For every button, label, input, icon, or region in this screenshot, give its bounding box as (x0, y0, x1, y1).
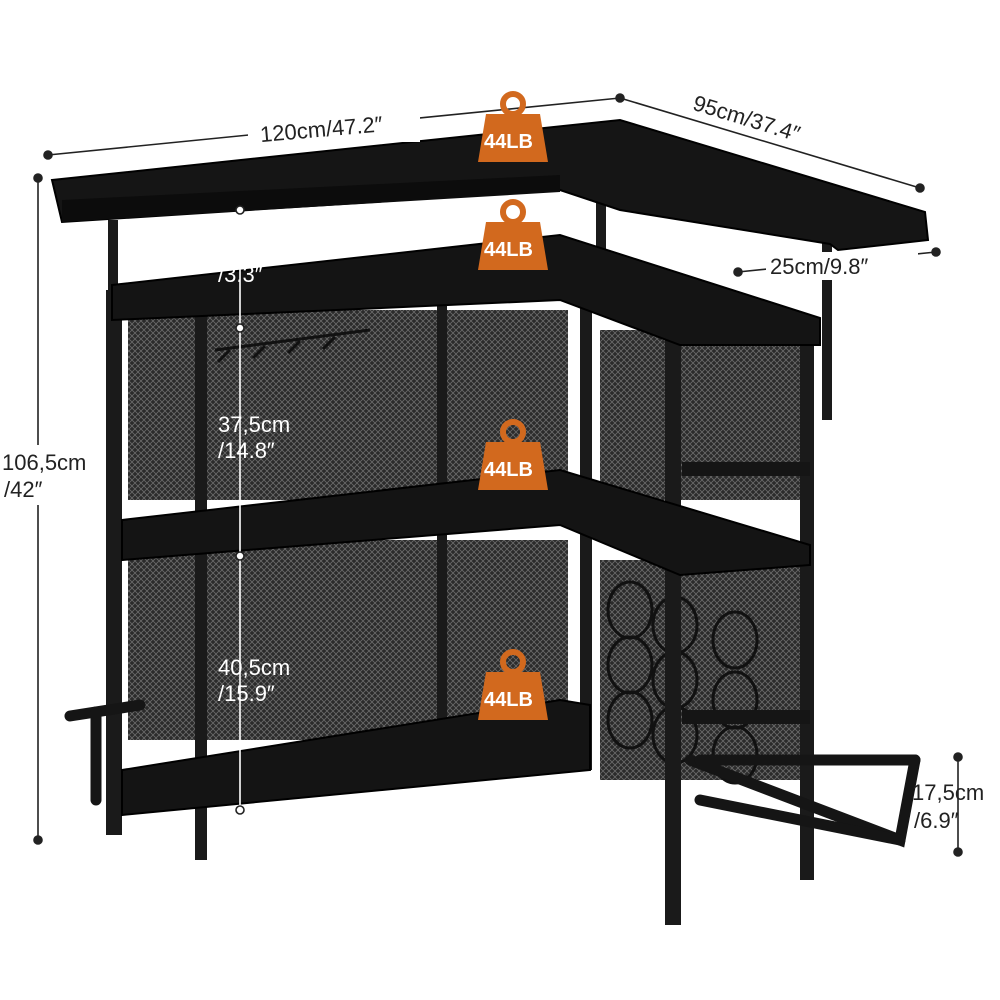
weight-badge: 44LB (478, 419, 548, 490)
depth-label: 95cm/37.4″ (690, 90, 803, 146)
dimension-labels: 120cm/47.2″ 95cm/37.4″ 106,5cm /42″ 25cm… (0, 85, 984, 833)
side-top-label: 25cm/9.8″ (770, 254, 868, 279)
load-label: 44LB (484, 239, 533, 261)
countertop-edge (62, 175, 560, 222)
glass-rack (214, 328, 371, 364)
footrest-cm: 17,5cm (912, 780, 984, 805)
weight-badge: 44LB (478, 199, 548, 270)
weight-icon (500, 91, 526, 117)
load-label: 44LB (484, 689, 533, 711)
weight-icon (500, 199, 526, 225)
shelf-upper (111, 233, 821, 346)
gap-top-cm: 8,5cm (218, 234, 278, 259)
bar-cabinet (50, 118, 930, 925)
footrest-in: /6.9″ (914, 808, 959, 833)
mesh-panel (600, 560, 810, 780)
weight-badge: 44LB (478, 649, 548, 720)
weight-badge: 44LB (478, 91, 548, 162)
load-label: 44LB (484, 131, 533, 153)
gap-mid-in: /14.8″ (218, 438, 275, 463)
gap-mid-cm: 37,5cm (218, 412, 290, 437)
shelf-middle (121, 468, 811, 577)
height-label-cm: 106,5cm (2, 450, 86, 475)
gap-low-cm: 40,5cm (218, 655, 290, 680)
gap-top-in: /3.3″ (218, 262, 263, 287)
side-shelf (682, 462, 810, 476)
gap-low-in: /15.9″ (218, 681, 275, 706)
height-label-in: /42″ (4, 477, 43, 502)
load-label: 44LB (484, 459, 533, 481)
side-shelf (682, 710, 810, 724)
footrest (64, 699, 921, 848)
